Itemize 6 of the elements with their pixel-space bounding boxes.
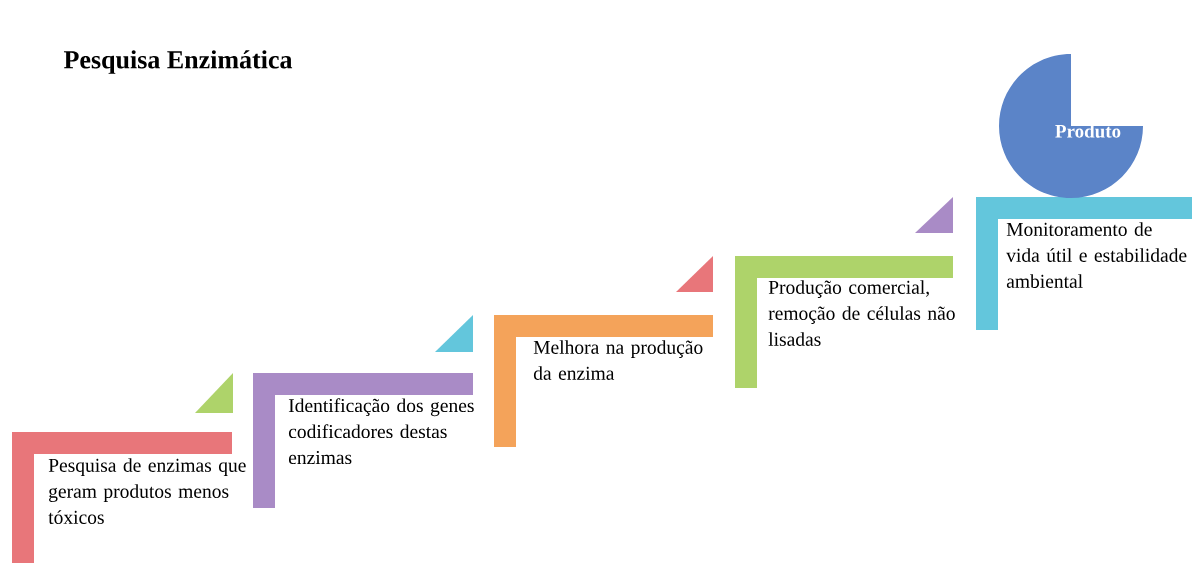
- step-box: Produção comercial, remoção de células não lisadas: [735, 256, 955, 388]
- step-box: Monitoramento de vida útil e estabilidade ambiental: [976, 197, 1192, 330]
- step-box: Melhora na produção da enzima: [494, 315, 713, 447]
- step-box: Pesquisa de enzimas que geram produtos menos tóxicos: [12, 432, 246, 563]
- step-box: Identificação dos genes codificadores destas enzimas: [253, 373, 474, 508]
- title: Pesquisa Enzimática: [63, 50, 293, 74]
